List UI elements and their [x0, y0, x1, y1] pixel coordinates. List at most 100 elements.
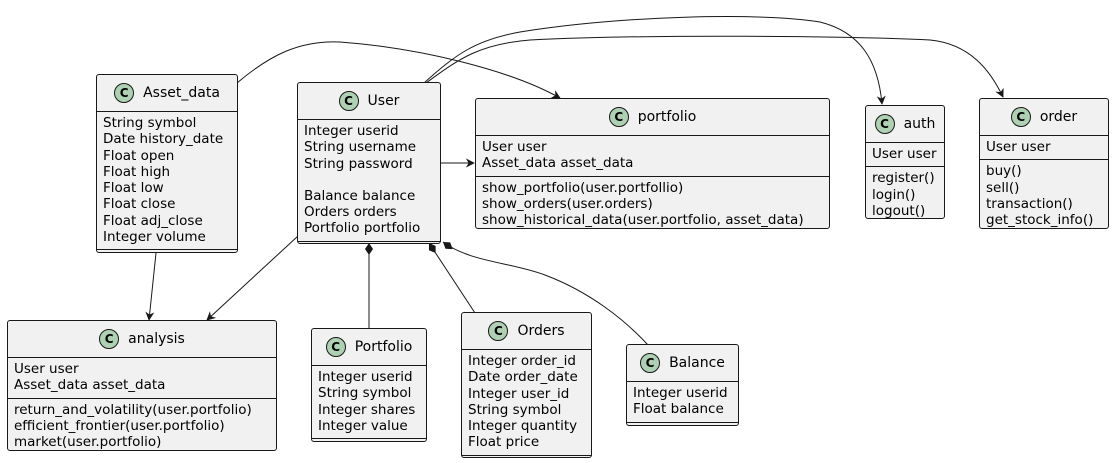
class-header: C portfolio [476, 99, 829, 136]
method: register() [872, 170, 935, 187]
class-badge-icon: C [874, 114, 895, 134]
attributes-section: Integer userid String username String pa… [298, 120, 440, 242]
method: market(user.portfolio) [14, 434, 162, 451]
attributes-section: Integer userid String symbol Integer sha… [312, 366, 426, 440]
attribute: Integer userid [304, 123, 399, 139]
relation-user-to-order [425, 35, 1004, 98]
class-badge-icon: C [640, 353, 661, 373]
class-asset-data: C Asset_data String symbol Date history_… [96, 74, 238, 253]
attributes-section: User user [866, 143, 944, 168]
relation-user-to-balance [442, 241, 649, 346]
class-badge-icon: C [325, 337, 346, 357]
attribute: Date order_date [468, 369, 578, 386]
class-badge-icon: C [488, 321, 509, 341]
attribute: User user [986, 139, 1051, 155]
attributes-section: Integer order_id Date order_date Integer… [462, 350, 591, 456]
attributes-section: Integer userid Float balance [627, 382, 738, 423]
relation-asset-data-to-analysis [145, 252, 157, 321]
attribute: Orders orders [304, 204, 397, 221]
class-portfolio-entity: C Portfolio Integer userid String symbol… [311, 328, 427, 442]
attribute: Float low [103, 180, 164, 197]
methods-section: register() login() logout() [866, 167, 944, 223]
attribute: User user [872, 146, 937, 162]
attribute: Float close [103, 196, 176, 213]
class-header: C auth [866, 106, 944, 143]
method: login() [872, 186, 916, 203]
methods-section [298, 242, 440, 256]
attribute: Float adj_close [103, 212, 203, 229]
class-header: C Asset_data [97, 75, 237, 112]
class-badge-icon: C [1010, 107, 1031, 127]
method: transaction() [986, 195, 1073, 212]
class-name: auth [903, 116, 936, 132]
attributes-section: String symbol Date history_date Float op… [97, 112, 237, 251]
attributes-section: User user Asset_data asset_data [8, 358, 276, 399]
class-badge-icon: C [338, 91, 359, 111]
attribute: Float balance [633, 401, 724, 418]
attribute: Asset_data asset_data [482, 155, 634, 172]
class-header: C Orders [462, 313, 591, 350]
class-name: order [1039, 109, 1078, 125]
methods-section: show_portfolio(user.portfollio) show_ord… [476, 177, 829, 233]
attribute-spacer [304, 172, 434, 188]
attributes-section: User user [980, 136, 1108, 161]
attribute: Asset_data asset_data [14, 377, 166, 394]
method: get_stock_info() [986, 212, 1094, 229]
class-auth: C auth User user register() login() logo… [865, 105, 945, 219]
class-orders: C Orders Integer order_id Date order_dat… [461, 312, 592, 458]
class-name: Orders [517, 323, 565, 339]
attribute: String symbol [103, 115, 197, 131]
attribute: String username [304, 139, 417, 156]
relation-user-to-auth [423, 16, 886, 105]
method: show_historical_data(user.portfolio, ass… [482, 212, 804, 229]
class-name: Asset_data [143, 85, 220, 101]
methods-section: return_and_volatility(user.portfolio) ef… [8, 399, 276, 455]
class-name: User [367, 93, 400, 109]
class-order: C order User user buy() sell() transacti… [979, 98, 1109, 229]
class-header: C Portfolio [312, 329, 426, 366]
attribute: Float high [103, 163, 171, 180]
class-badge-icon: C [608, 107, 629, 127]
method: efficient_frontier(user.portfolio) [14, 417, 225, 434]
attribute: Float price [468, 434, 540, 451]
class-name: analysis [128, 331, 185, 347]
class-balance: C Balance Integer userid Float balance [626, 344, 739, 426]
method: show_portfolio(user.portfollio) [482, 179, 684, 196]
attribute: Balance balance [304, 187, 416, 204]
attribute: Portfolio portfolio [304, 220, 421, 237]
attribute: Date history_date [103, 131, 224, 148]
class-header: C User [298, 83, 440, 120]
attributes-section: User user Asset_data asset_data [476, 136, 829, 177]
attribute: Integer volume [103, 229, 206, 246]
class-analysis: C analysis User user Asset_data asset_da… [7, 320, 277, 451]
class-user: C User Integer userid String username St… [297, 82, 441, 244]
attribute: User user [14, 361, 79, 377]
methods-section [312, 439, 426, 453]
class-portfolio: C portfolio User user Asset_data asset_d… [475, 98, 830, 229]
methods-section: buy() sell() transaction() get_stock_inf… [980, 160, 1108, 232]
attribute: Integer shares [318, 401, 416, 418]
class-name: portfolio [637, 109, 697, 125]
attribute: String symbol [468, 401, 562, 418]
attribute: Integer value [318, 417, 408, 434]
attribute: Integer userid [318, 369, 413, 385]
class-header: C analysis [8, 321, 276, 358]
methods-section [97, 250, 237, 264]
relation-user-to-orders [428, 242, 476, 314]
method: sell() [986, 179, 1020, 196]
method: buy() [986, 163, 1022, 180]
class-header: C Balance [627, 345, 738, 382]
relation-user-to-analysis [206, 235, 299, 321]
attribute: Integer quantity [468, 418, 578, 435]
attribute: Integer order_id [468, 353, 576, 369]
attribute: User user [482, 139, 547, 155]
methods-section [462, 456, 591, 463]
method: return_and_volatility(user.portfolio) [14, 401, 252, 418]
attribute: String password [304, 155, 413, 172]
class-badge-icon: C [114, 83, 135, 103]
attribute: Integer user_id [468, 385, 570, 402]
class-badge-icon: C [99, 329, 120, 349]
attribute: Integer userid [633, 385, 728, 401]
